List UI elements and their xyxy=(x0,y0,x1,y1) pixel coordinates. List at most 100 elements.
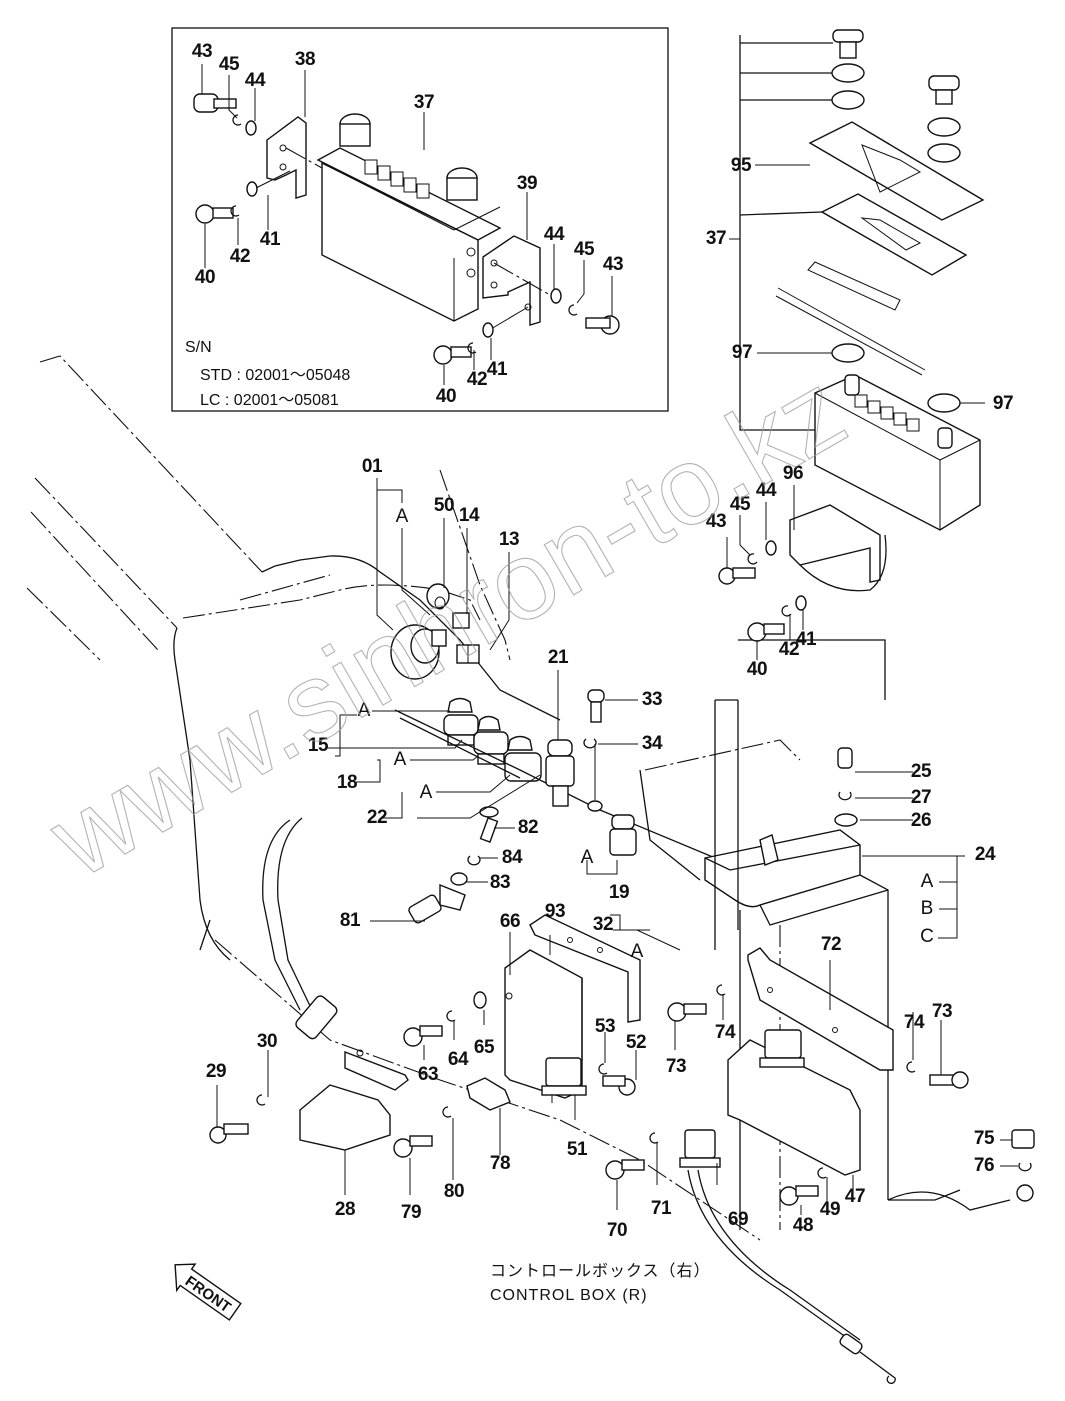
callout-14: 14 xyxy=(459,505,480,526)
group-letter-a: A xyxy=(420,782,433,803)
group-letter-a: A xyxy=(631,941,644,962)
relay-51 xyxy=(541,1057,587,1103)
callouts-main: 01 A 50 14 13 A 15 A 18 A 22 21 33 34 82… xyxy=(206,155,1014,1241)
group-letter-a: A xyxy=(358,700,371,721)
callout-40: 40 xyxy=(195,267,215,288)
callout-74: 74 xyxy=(715,1022,736,1043)
fasteners-main xyxy=(209,540,1035,1206)
callout-44: 44 xyxy=(544,224,565,245)
callout-44: 44 xyxy=(756,480,777,501)
plate-95 xyxy=(808,121,985,221)
relay-69 xyxy=(679,1029,896,1384)
callout-43: 43 xyxy=(192,41,212,62)
callout-43: 43 xyxy=(706,511,726,532)
callout-73: 73 xyxy=(666,1056,686,1077)
group-letter-c: C xyxy=(920,926,934,947)
serial-range-std: STD : 02001～05048 xyxy=(200,367,350,384)
callout-41: 41 xyxy=(487,359,508,380)
inset-border xyxy=(171,27,669,412)
ground-wire xyxy=(887,1184,1034,1211)
callout-95: 95 xyxy=(731,155,752,176)
inset-panel: 43 45 44 38 37 39 44 45 43 40 42 41 40 4… xyxy=(171,27,669,412)
battery-37 xyxy=(316,113,502,322)
callout-25: 25 xyxy=(911,761,932,782)
callout-27: 27 xyxy=(911,787,931,808)
callout-22: 22 xyxy=(367,807,387,828)
callout-69: 69 xyxy=(728,1209,748,1230)
callout-45: 45 xyxy=(219,54,240,75)
callout-81: 81 xyxy=(340,910,361,931)
callout-84: 84 xyxy=(502,847,523,868)
callout-63: 63 xyxy=(418,1064,438,1085)
callout-30: 30 xyxy=(257,1031,277,1052)
group-letter-a: A xyxy=(921,871,934,892)
serial-label: S/N xyxy=(185,339,212,356)
callout-40: 40 xyxy=(436,386,456,407)
callout-21: 21 xyxy=(548,647,569,668)
callout-42: 42 xyxy=(779,639,799,660)
gasket xyxy=(820,193,968,276)
push-switches xyxy=(545,689,637,856)
callout-76: 76 xyxy=(974,1155,994,1176)
callout-13: 13 xyxy=(499,529,519,550)
callout-70: 70 xyxy=(607,1220,627,1241)
callout-50: 50 xyxy=(434,495,454,516)
callout-72: 72 xyxy=(821,934,841,955)
callout-33: 33 xyxy=(642,689,662,710)
inset-callouts: 43 45 44 38 37 39 44 45 43 40 42 41 40 4… xyxy=(192,41,624,407)
callout-73: 73 xyxy=(932,1001,952,1022)
callout-45: 45 xyxy=(574,239,595,260)
callout-15: 15 xyxy=(308,735,329,756)
callout-97: 97 xyxy=(993,393,1013,414)
group-letter-a: A xyxy=(581,847,594,868)
callout-26: 26 xyxy=(911,810,931,831)
switch-78 xyxy=(466,1077,511,1111)
leader-lines xyxy=(216,164,1018,1215)
callout-47: 47 xyxy=(845,1186,865,1207)
callout-41: 41 xyxy=(260,229,281,250)
callout-41: 41 xyxy=(796,629,817,650)
key-switch-assembly xyxy=(390,469,511,680)
title-english: CONTROL BOX (R) xyxy=(490,1287,648,1304)
lamp-28 xyxy=(299,1049,409,1151)
callout-74: 74 xyxy=(904,1012,925,1033)
console-body xyxy=(26,355,761,1241)
bracket-38 xyxy=(266,116,323,199)
callout-38: 38 xyxy=(295,49,315,70)
inset-leaders xyxy=(201,64,613,385)
serial-range-lc: LC : 02001～05081 xyxy=(200,392,339,409)
callout-52: 52 xyxy=(626,1032,646,1053)
callout-82: 82 xyxy=(518,817,538,838)
callout-37: 37 xyxy=(706,228,726,249)
callout-97: 97 xyxy=(732,342,752,363)
callout-48: 48 xyxy=(793,1215,813,1236)
callout-32: 32 xyxy=(593,914,613,935)
callout-93: 93 xyxy=(545,901,565,922)
callout-19: 19 xyxy=(609,882,629,903)
callout-18: 18 xyxy=(337,772,357,793)
bracket-39 xyxy=(482,235,551,330)
callout-64: 64 xyxy=(448,1049,469,1070)
group-letter-b: B xyxy=(921,898,934,919)
battery-assembly-new xyxy=(739,29,985,592)
callout-83: 83 xyxy=(490,872,510,893)
callout-53: 53 xyxy=(595,1016,615,1037)
callout-78: 78 xyxy=(490,1153,510,1174)
callout-96: 96 xyxy=(783,463,803,484)
inset-fasteners xyxy=(193,93,620,365)
bracket-96 xyxy=(789,504,887,592)
harness xyxy=(262,817,466,1040)
callout-71: 71 xyxy=(651,1198,672,1219)
callout-80: 80 xyxy=(444,1181,464,1202)
group-letter-a: A xyxy=(396,506,409,527)
callout-44: 44 xyxy=(245,70,266,91)
callout-34: 34 xyxy=(642,733,663,754)
callout-37: 37 xyxy=(414,92,434,113)
bracket-72 xyxy=(747,947,894,1071)
group-letter-a: A xyxy=(394,749,407,770)
callout-79: 79 xyxy=(401,1202,421,1223)
callout-40: 40 xyxy=(747,659,767,680)
callout-29: 29 xyxy=(206,1061,226,1082)
front-arrow: FRONT xyxy=(174,1263,242,1321)
